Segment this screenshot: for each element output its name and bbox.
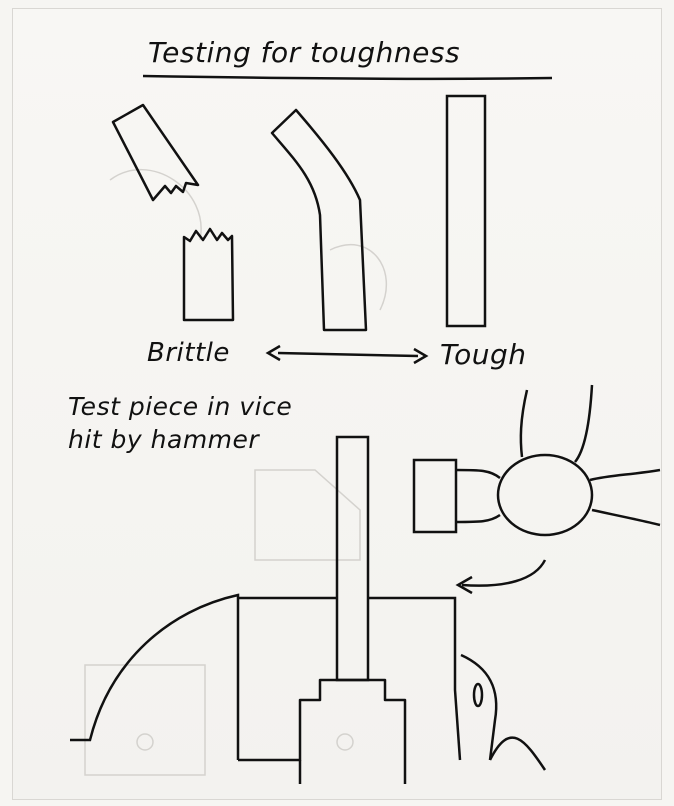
vice-screw — [472, 682, 484, 708]
hammer-head — [412, 458, 458, 534]
bleed-circle-2 — [336, 733, 354, 751]
bleed-curve-2 — [329, 243, 387, 311]
vice-base — [238, 678, 407, 762]
background-bleed — [84, 169, 387, 776]
arm-right — [574, 384, 594, 463]
hammer-handle-bottom — [455, 513, 501, 524]
title-underline — [142, 74, 553, 81]
finger-2 — [591, 508, 661, 527]
bleed-circle-1 — [136, 733, 154, 751]
vice-handle — [460, 653, 498, 761]
vice-curve-left — [70, 593, 240, 760]
label-tough: Tough — [440, 338, 527, 371]
arrow-head-right — [413, 347, 429, 365]
bleed-curve-1 — [109, 169, 202, 241]
hammer-handle-top — [455, 468, 501, 480]
label-brittle: Brittle — [147, 338, 230, 368]
finger-1 — [589, 468, 661, 482]
note-line-2: hit by hammer — [68, 425, 260, 454]
test-piece — [335, 435, 370, 682]
note-line-1: Test piece in vice — [68, 392, 293, 421]
bleed-shape-1 — [254, 469, 361, 561]
brittle-broken-bottom — [182, 227, 235, 322]
swing-arrow — [461, 559, 547, 587]
arrow-head-left — [265, 344, 281, 362]
fist — [496, 453, 594, 537]
vice-right-jaw — [368, 596, 462, 761]
scale-arrow-line — [277, 351, 419, 358]
bleed-box-1 — [84, 664, 206, 776]
diagram-title: Testing for toughness — [148, 36, 461, 69]
bent-bar — [270, 108, 368, 332]
brittle-broken-top — [111, 103, 200, 202]
vice-handle-curve — [488, 736, 547, 771]
arm-left — [519, 389, 529, 458]
tough-bar — [445, 94, 487, 328]
swing-arrow-head — [455, 575, 473, 595]
